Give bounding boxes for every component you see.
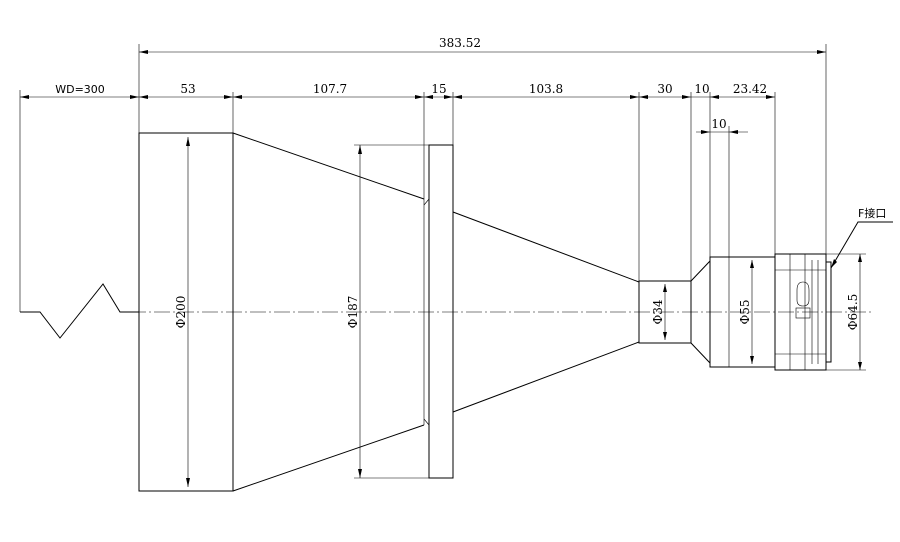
seg5-label: 30: [657, 82, 672, 96]
wd-label: WD=300: [55, 83, 105, 96]
mount-diameter-label: Φ64.5: [846, 294, 860, 331]
overall-length-label: 383.52: [439, 36, 481, 50]
seg3-label: 15: [431, 82, 446, 96]
seg1-label: 53: [180, 82, 195, 96]
flange-diameter-label: Φ187: [346, 296, 360, 329]
seg7-label: 23.42: [733, 82, 767, 96]
seg2-label: 107.7: [313, 82, 347, 96]
front-lens-diameter-label: Φ200: [174, 296, 188, 329]
seg8-label: 10: [711, 117, 726, 131]
seg4-label: 103.8: [529, 82, 563, 96]
mount-leader: [830, 221, 893, 269]
neck-diameter-label: Φ34: [651, 299, 665, 324]
dimension-lines: [19, 44, 827, 312]
barrel-transition: [690, 260, 711, 364]
working-distance-break: [20, 283, 139, 339]
dimension-labels: 383.52 WD=300 53 107.7 15 103.8 30 10 23…: [55, 36, 767, 131]
barrel-diameter-label: Φ55: [738, 299, 752, 324]
diameter-labels: Φ200 Φ187 Φ34 Φ55 Φ64.5: [174, 294, 860, 331]
diameter-lines: [186, 137, 866, 487]
flange: [428, 144, 454, 479]
seg6-label: 10: [694, 82, 709, 96]
rear-cone: [452, 211, 640, 413]
f-mount-label: F接口: [858, 207, 886, 220]
front-cone: [232, 132, 425, 492]
